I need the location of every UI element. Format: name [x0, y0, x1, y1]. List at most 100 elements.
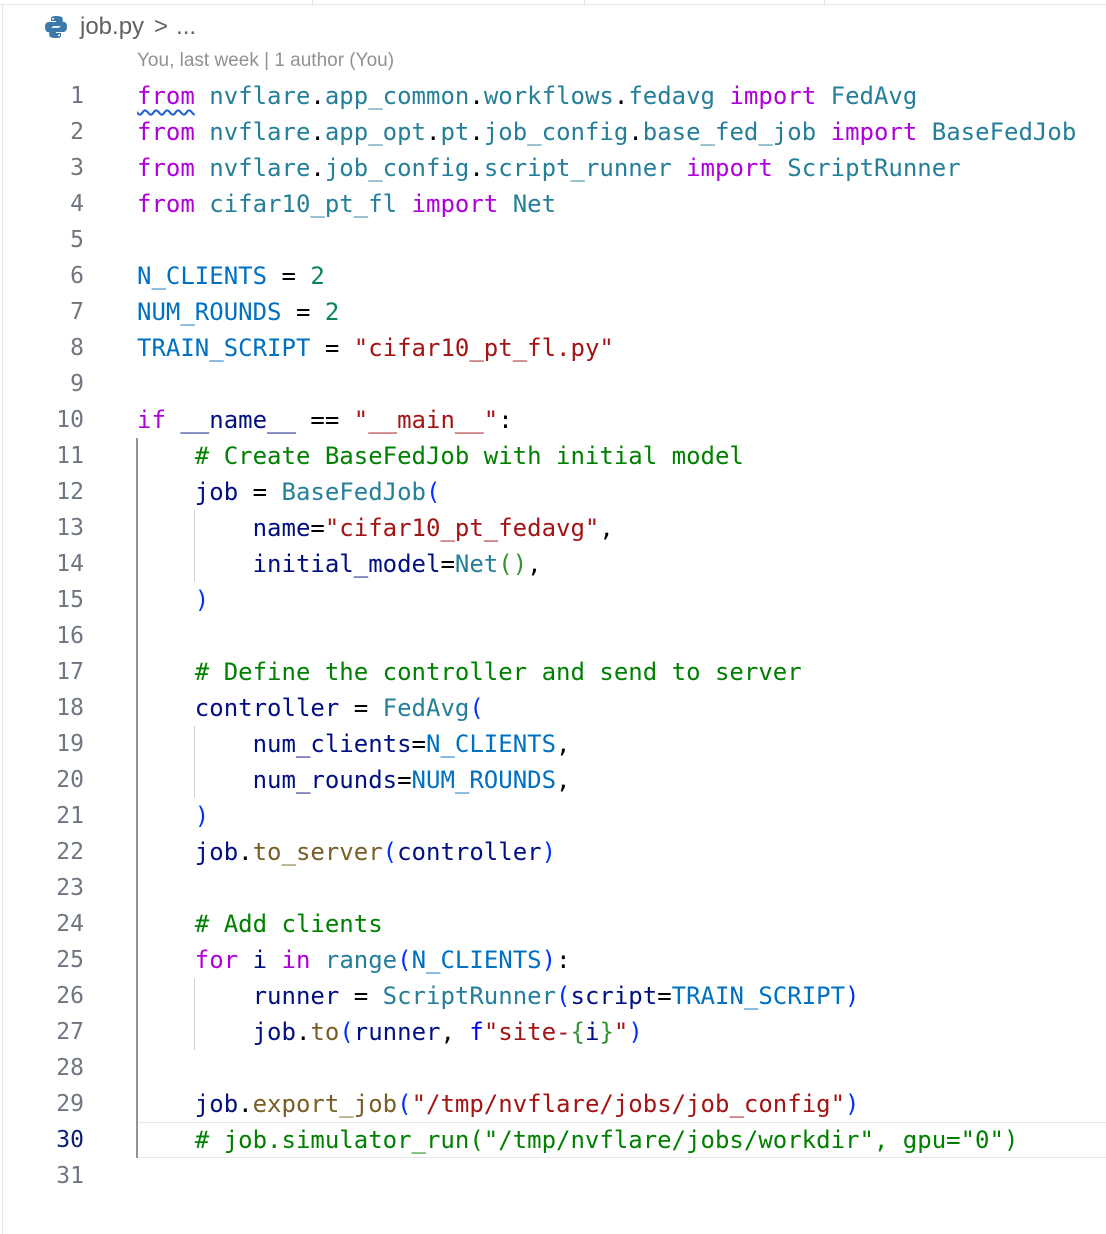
code-line[interactable]: 17 # Define the controller and send to s…	[0, 654, 1106, 690]
line-code: job = BaseFedJob(	[137, 474, 441, 510]
line-number: 2	[70, 119, 84, 145]
code-token	[137, 1126, 195, 1154]
code-token: from	[137, 154, 195, 182]
code-line[interactable]: 15 )	[0, 582, 1106, 618]
line-number: 21	[56, 803, 84, 829]
code-token	[137, 802, 195, 830]
code-token: =	[411, 730, 426, 758]
code-token: (	[426, 478, 441, 506]
code-token: # job.simulator_run("/tmp/nvflare/jobs/w…	[194, 1126, 1019, 1154]
code-line[interactable]: 14 initial_model=Net(),	[0, 546, 1106, 582]
code-line[interactable]: 11 # Create BaseFedJob with initial mode…	[0, 438, 1106, 474]
code-line[interactable]: 16	[0, 618, 1106, 654]
code-token: # Add clients	[194, 910, 383, 938]
git-blame-codelens[interactable]: You, last week | 1 author (You)	[137, 50, 395, 71]
code-token: job	[194, 838, 239, 866]
code-token: for	[194, 946, 239, 974]
breadcrumb[interactable]: job.py > ...	[44, 10, 196, 44]
code-token: =	[397, 766, 412, 794]
line-number: 27	[56, 1019, 84, 1045]
code-line[interactable]: 30 # job.simulator_run("/tmp/nvflare/job…	[0, 1122, 1106, 1158]
code-token: f	[469, 1018, 484, 1046]
code-token	[137, 442, 195, 470]
code-line[interactable]: 26 runner = ScriptRunner(script=TRAIN_SC…	[0, 978, 1106, 1014]
code-token: Net	[512, 190, 557, 218]
code-line[interactable]: 20 num_rounds=NUM_ROUNDS,	[0, 762, 1106, 798]
code-line[interactable]: 22 job.to_server(controller)	[0, 834, 1106, 870]
code-token: .	[310, 82, 325, 110]
code-line[interactable]: 27 job.to(runner, f"site-{i}")	[0, 1014, 1106, 1050]
code-token: ,	[556, 730, 571, 758]
line-number: 29	[56, 1091, 84, 1117]
code-token	[137, 1090, 195, 1118]
code-token: .	[426, 118, 441, 146]
code-token	[816, 118, 830, 146]
line-number: 19	[56, 731, 84, 757]
code-token: ScriptRunner	[382, 982, 557, 1010]
code-token	[137, 586, 195, 614]
code-token	[773, 154, 787, 182]
code-token: =	[310, 334, 354, 362]
code-token	[137, 946, 195, 974]
code-token: export_job	[252, 1090, 398, 1118]
line-number: 20	[56, 767, 84, 793]
code-token: "	[613, 1018, 629, 1046]
code-token	[137, 694, 195, 722]
code-token: .	[238, 1090, 253, 1118]
code-line[interactable]: 21 )	[0, 798, 1106, 834]
line-number: 14	[56, 551, 84, 577]
code-line[interactable]: 9	[0, 366, 1106, 402]
code-line[interactable]: 29 job.export_job("/tmp/nvflare/jobs/job…	[0, 1086, 1106, 1122]
code-line[interactable]: 12 job = BaseFedJob(	[0, 474, 1106, 510]
code-line[interactable]: 24 # Add clients	[0, 906, 1106, 942]
code-line[interactable]: 25 for i in range(N_CLIENTS):	[0, 942, 1106, 978]
code-line[interactable]: 19 num_clients=N_CLIENTS,	[0, 726, 1106, 762]
code-token	[672, 154, 686, 182]
code-token: NUM_ROUNDS	[411, 766, 557, 794]
code-token: import	[411, 190, 499, 218]
indent-guide	[136, 438, 138, 1158]
code-line[interactable]: 28	[0, 1050, 1106, 1086]
code-token: "cifar10_pt_fedavg"	[324, 514, 600, 542]
line-number: 18	[56, 695, 84, 721]
code-token: (	[397, 946, 412, 974]
line-number: 12	[56, 479, 84, 505]
line-number: 11	[56, 443, 84, 469]
code-line[interactable]: 5	[0, 222, 1106, 258]
code-token	[137, 478, 195, 506]
line-number: 9	[70, 371, 84, 397]
code-line[interactable]: 13 name="cifar10_pt_fedavg",	[0, 510, 1106, 546]
code-token: =	[310, 514, 325, 542]
line-number: 6	[70, 263, 84, 289]
code-token: fedavg	[628, 82, 716, 110]
code-token	[166, 406, 180, 434]
code-token: =	[657, 982, 672, 1010]
line-code: job.to_server(controller)	[137, 834, 556, 870]
breadcrumb-symbols[interactable]: ...	[176, 13, 197, 40]
breadcrumb-file[interactable]: job.py	[80, 13, 145, 40]
code-token	[195, 82, 209, 110]
code-token: in	[281, 946, 311, 974]
code-token: )	[541, 946, 557, 974]
line-code: # Add clients	[137, 906, 383, 942]
code-line[interactable]: 18 controller = FedAvg(	[0, 690, 1106, 726]
code-token: job	[194, 1090, 239, 1118]
code-token: ,	[599, 514, 614, 542]
line-number: 7	[70, 299, 84, 325]
line-code: # Define the controller and send to serv…	[137, 654, 802, 690]
code-line[interactable]: 23	[0, 870, 1106, 906]
code-line[interactable]: 31	[0, 1158, 1106, 1194]
code-token: )	[845, 982, 860, 1010]
line-number: 26	[56, 983, 84, 1009]
code-token: .	[469, 118, 484, 146]
code-token: import	[830, 118, 918, 146]
